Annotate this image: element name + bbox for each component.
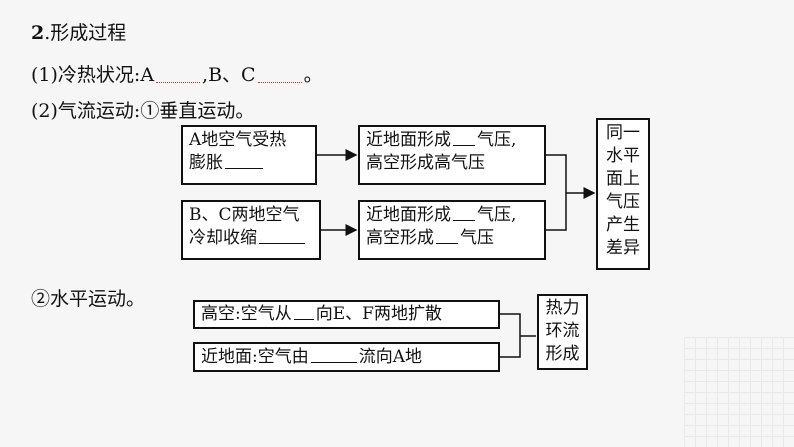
box-bc-result: 近地面形成 气压, 高空形成 气压: [358, 200, 546, 260]
box-a-result: 近地面形成 气压, 高空形成高气压: [358, 125, 546, 185]
lower-a: 近地面:空气由: [201, 347, 309, 367]
box-a-heating: A地空气受热 膨胀: [181, 125, 317, 185]
box-surface-air: 近地面:空气由 流向A地: [193, 342, 500, 372]
blank-surface-from[interactable]: [310, 346, 357, 363]
merge-bracket: [546, 154, 567, 231]
result-bc-l2b: 气压: [460, 228, 494, 248]
blank-bc-pressure-high[interactable]: [436, 227, 458, 244]
result-a-l1b: 气压,: [477, 130, 517, 150]
background-grid: [684, 337, 794, 447]
final-line-1: 同一: [606, 123, 640, 143]
blank-upper-from[interactable]: [293, 303, 314, 320]
final-line-2: 水平: [606, 146, 640, 166]
blank-bc-pressure-low[interactable]: [453, 204, 475, 221]
airflow-line: (2)气流运动:①垂直运动。: [31, 96, 254, 123]
line1-suffix: 。: [303, 64, 323, 86]
result-a-l2: 高空形成高气压: [366, 153, 485, 173]
horizontal-text: ②水平运动。: [31, 288, 146, 310]
box-a-line1: A地空气受热: [189, 130, 287, 150]
final-line-3: 面上: [606, 169, 640, 189]
box-bc-line1: B、C两地空气: [189, 205, 300, 225]
box-bc-line2: 冷却收缩: [189, 228, 257, 248]
result-bc-l2a: 高空形成: [366, 228, 434, 248]
upper-b: 向E、F两地扩散: [315, 304, 442, 324]
upper-a: 高空:空气从: [201, 304, 292, 324]
lower-b: 流向A地: [358, 347, 423, 367]
box-upper-air: 高空:空气从 向E、F两地扩散: [193, 300, 500, 329]
box-pressure-difference: 同一 水平 面上 气压 产生 差异: [596, 118, 650, 270]
circulation-line-1: 热力: [545, 298, 580, 318]
box-bc-cooling: B、C两地空气 冷却收缩: [181, 200, 321, 260]
final-line-6: 差异: [606, 238, 640, 258]
cold-hot-line: (1)冷热状况:A ,B、C 。: [31, 60, 323, 87]
line1-mid: ,B、C: [202, 64, 256, 86]
horizontal-bracket: [500, 313, 521, 358]
blank-bc[interactable]: [257, 68, 302, 83]
final-line-5: 产生: [606, 215, 640, 235]
section-heading: 2.形成过程: [31, 18, 126, 45]
final-line-4: 气压: [606, 192, 640, 212]
blank-a-pressure[interactable]: [453, 129, 475, 146]
heading-title: .形成过程: [44, 22, 127, 44]
circulation-line-2: 环流: [545, 321, 580, 341]
airflow-text: (2)气流运动:①垂直运动。: [31, 100, 255, 122]
result-bc-l1b: 气压,: [477, 205, 517, 225]
blank-a-expand[interactable]: [225, 152, 263, 169]
box-thermal-circulation: 热力 环流 形成: [537, 294, 588, 370]
result-a-l1a: 近地面形成: [366, 130, 451, 150]
circulation-line-3: 形成: [545, 344, 580, 364]
blank-bc-shrink[interactable]: [259, 227, 305, 244]
heading-number: 2: [31, 22, 45, 44]
line1-prefix: (1)冷热状况:A: [31, 64, 155, 86]
box-a-line2: 膨胀: [189, 153, 223, 173]
horizontal-motion-line: ②水平运动。: [31, 284, 145, 311]
blank-a[interactable]: [156, 68, 201, 83]
result-bc-l1a: 近地面形成: [366, 205, 451, 225]
